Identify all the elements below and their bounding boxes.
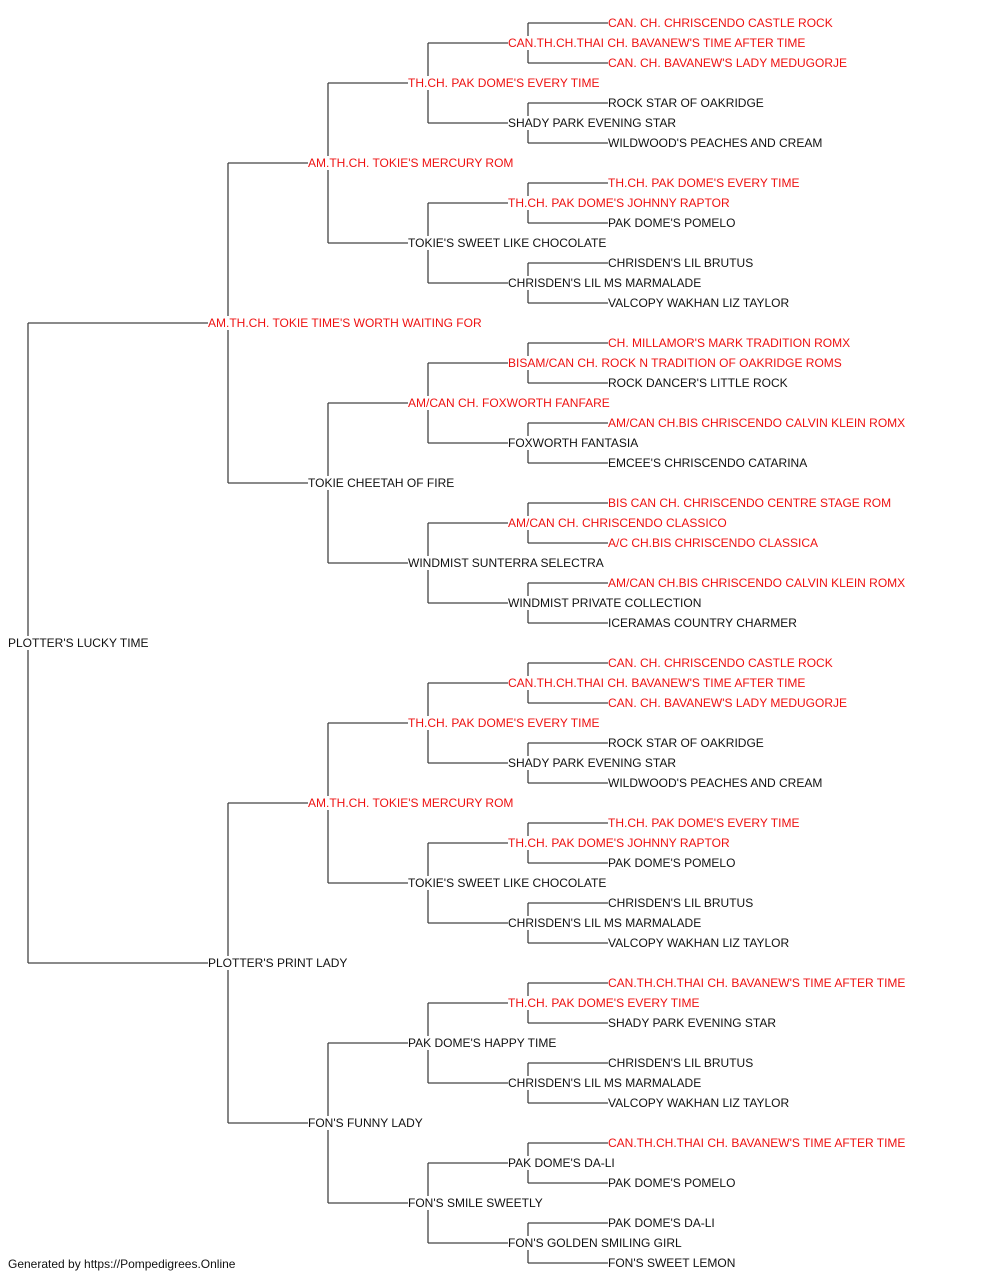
ancestor-name: SHADY PARK EVENING STAR bbox=[508, 756, 678, 770]
ancestor-name: AM.TH.CH. TOKIE TIME'S WORTH WAITING FOR bbox=[208, 316, 483, 330]
ancestor-name: BISAM/CAN CH. ROCK N TRADITION OF OAKRID… bbox=[508, 356, 843, 370]
ancestor-name: TH.CH. PAK DOME'S EVERY TIME bbox=[608, 176, 801, 190]
subject-name: PLOTTER'S LUCKY TIME bbox=[8, 636, 150, 650]
ancestor-name: PAK DOME'S HAPPY TIME bbox=[408, 1036, 558, 1050]
ancestor-name: BIS CAN CH. CHRISCENDO CENTRE STAGE ROM bbox=[608, 496, 893, 510]
ancestor-name: CAN.TH.CH.THAI CH. BAVANEW'S TIME AFTER … bbox=[508, 676, 807, 690]
ancestor-name: AM/CAN CH. FOXWORTH FANFARE bbox=[408, 396, 611, 410]
ancestor-name: WINDMIST SUNTERRA SELECTRA bbox=[408, 556, 605, 570]
ancestor-name: CAN. CH. CHRISCENDO CASTLE ROCK bbox=[608, 16, 834, 30]
ancestor-name: CHRISDEN'S LIL MS MARMALADE bbox=[508, 1076, 703, 1090]
ancestor-name: VALCOPY WAKHAN LIZ TAYLOR bbox=[608, 936, 791, 950]
ancestor-name: EMCEE'S CHRISCENDO CATARINA bbox=[608, 456, 809, 470]
ancestor-name: PLOTTER'S PRINT LADY bbox=[208, 956, 349, 970]
ancestor-name: SHADY PARK EVENING STAR bbox=[508, 116, 678, 130]
ancestor-name: VALCOPY WAKHAN LIZ TAYLOR bbox=[608, 296, 791, 310]
ancestor-name: AM/CAN CH. CHRISCENDO CLASSICO bbox=[508, 516, 728, 530]
footer-credit: Generated by https://Pompedigrees.Online bbox=[8, 1257, 236, 1271]
ancestor-name: A/C CH.BIS CHRISCENDO CLASSICA bbox=[608, 536, 820, 550]
ancestor-name: PAK DOME'S DA-LI bbox=[608, 1216, 716, 1230]
ancestor-name: TH.CH. PAK DOME'S EVERY TIME bbox=[608, 816, 801, 830]
ancestor-name: CAN. CH. CHRISCENDO CASTLE ROCK bbox=[608, 656, 834, 670]
ancestor-name: TOKIE'S SWEET LIKE CHOCOLATE bbox=[408, 876, 608, 890]
ancestor-name: FON'S SMILE SWEETLY bbox=[408, 1196, 544, 1210]
ancestor-name: FON'S SWEET LEMON bbox=[608, 1256, 737, 1270]
ancestor-name: PAK DOME'S POMELO bbox=[608, 856, 737, 870]
ancestor-name: CHRISDEN'S LIL MS MARMALADE bbox=[508, 916, 703, 930]
ancestor-name: CAN.TH.CH.THAI CH. BAVANEW'S TIME AFTER … bbox=[608, 976, 907, 990]
ancestor-name: TOKIE CHEETAH OF FIRE bbox=[308, 476, 456, 490]
ancestor-name: FON'S GOLDEN SMILING GIRL bbox=[508, 1236, 683, 1250]
ancestor-name: TOKIE'S SWEET LIKE CHOCOLATE bbox=[408, 236, 608, 250]
ancestor-name: CHRISDEN'S LIL BRUTUS bbox=[608, 1056, 755, 1070]
ancestor-name: TH.CH. PAK DOME'S EVERY TIME bbox=[408, 76, 601, 90]
ancestor-name: CAN.TH.CH.THAI CH. BAVANEW'S TIME AFTER … bbox=[608, 1136, 907, 1150]
ancestor-name: ROCK DANCER'S LITTLE ROCK bbox=[608, 376, 789, 390]
ancestor-name: PAK DOME'S POMELO bbox=[608, 216, 737, 230]
ancestor-name: CAN.TH.CH.THAI CH. BAVANEW'S TIME AFTER … bbox=[508, 36, 807, 50]
ancestor-name: WILDWOOD'S PEACHES AND CREAM bbox=[608, 136, 824, 150]
ancestor-name: TH.CH. PAK DOME'S JOHNNY RAPTOR bbox=[508, 836, 731, 850]
ancestor-name: WILDWOOD'S PEACHES AND CREAM bbox=[608, 776, 824, 790]
ancestor-name: VALCOPY WAKHAN LIZ TAYLOR bbox=[608, 1096, 791, 1110]
ancestor-name: ROCK STAR OF OAKRIDGE bbox=[608, 96, 765, 110]
ancestor-name: PAK DOME'S DA-LI bbox=[508, 1156, 616, 1170]
ancestor-name: FOXWORTH FANTASIA bbox=[508, 436, 640, 450]
ancestor-name: AM.TH.CH. TOKIE'S MERCURY ROM bbox=[308, 156, 515, 170]
ancestor-name: TH.CH. PAK DOME'S EVERY TIME bbox=[508, 996, 701, 1010]
ancestor-name: TH.CH. PAK DOME'S JOHNNY RAPTOR bbox=[508, 196, 731, 210]
ancestor-name: AM.TH.CH. TOKIE'S MERCURY ROM bbox=[308, 796, 515, 810]
ancestor-name: AM/CAN CH.BIS CHRISCENDO CALVIN KLEIN RO… bbox=[608, 416, 907, 430]
ancestor-name: FON'S FUNNY LADY bbox=[308, 1116, 424, 1130]
ancestor-name: CHRISDEN'S LIL BRUTUS bbox=[608, 896, 755, 910]
ancestor-name: WINDMIST PRIVATE COLLECTION bbox=[508, 596, 703, 610]
ancestor-name: TH.CH. PAK DOME'S EVERY TIME bbox=[408, 716, 601, 730]
ancestor-name: ICERAMAS COUNTRY CHARMER bbox=[608, 616, 798, 630]
ancestor-name: PAK DOME'S POMELO bbox=[608, 1176, 737, 1190]
ancestor-name: CHRISDEN'S LIL MS MARMALADE bbox=[508, 276, 703, 290]
ancestor-name: CAN. CH. BAVANEW'S LADY MEDUGORJE bbox=[608, 56, 848, 70]
ancestor-name: SHADY PARK EVENING STAR bbox=[608, 1016, 778, 1030]
ancestor-name: AM/CAN CH.BIS CHRISCENDO CALVIN KLEIN RO… bbox=[608, 576, 907, 590]
ancestor-name: CHRISDEN'S LIL BRUTUS bbox=[608, 256, 755, 270]
ancestor-name: ROCK STAR OF OAKRIDGE bbox=[608, 736, 765, 750]
ancestor-name: CH. MILLAMOR'S MARK TRADITION ROMX bbox=[608, 336, 852, 350]
ancestor-name: CAN. CH. BAVANEW'S LADY MEDUGORJE bbox=[608, 696, 848, 710]
